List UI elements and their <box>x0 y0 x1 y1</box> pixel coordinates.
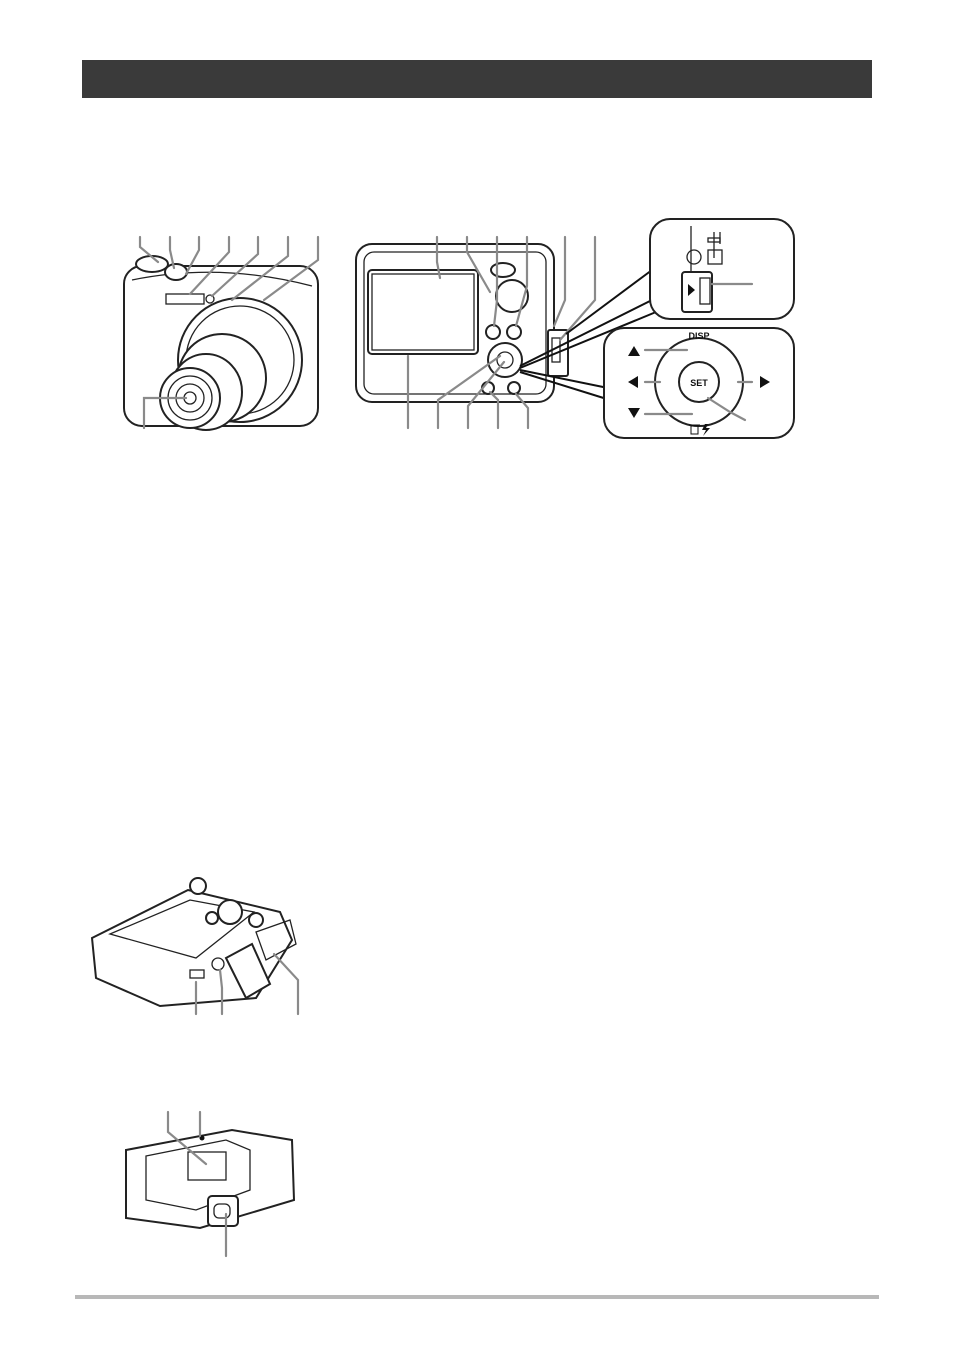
bottom-view-camera <box>90 877 297 1008</box>
flash-icon <box>702 424 710 436</box>
section-header-bar <box>82 60 872 98</box>
battery-charger <box>125 1128 296 1230</box>
back-callout-lines <box>406 235 657 430</box>
up-arrow-icon <box>628 346 640 356</box>
front-view-camera <box>123 255 319 431</box>
disp-label: DISP <box>688 331 709 341</box>
dpad-detail-panel: DISP SET <box>603 327 795 439</box>
front-callout-lines <box>138 235 320 430</box>
port-detail-panel <box>649 218 795 320</box>
right-arrow-icon <box>760 376 770 388</box>
back-view-camera <box>355 243 569 403</box>
set-label: SET <box>690 378 708 388</box>
trash-icon <box>689 424 700 435</box>
bottom-callout-lines <box>194 952 300 1016</box>
charger-callout-lines <box>166 1110 228 1258</box>
left-arrow-icon <box>628 376 638 388</box>
footer-rule <box>75 1295 879 1299</box>
down-arrow-icon <box>628 408 640 418</box>
